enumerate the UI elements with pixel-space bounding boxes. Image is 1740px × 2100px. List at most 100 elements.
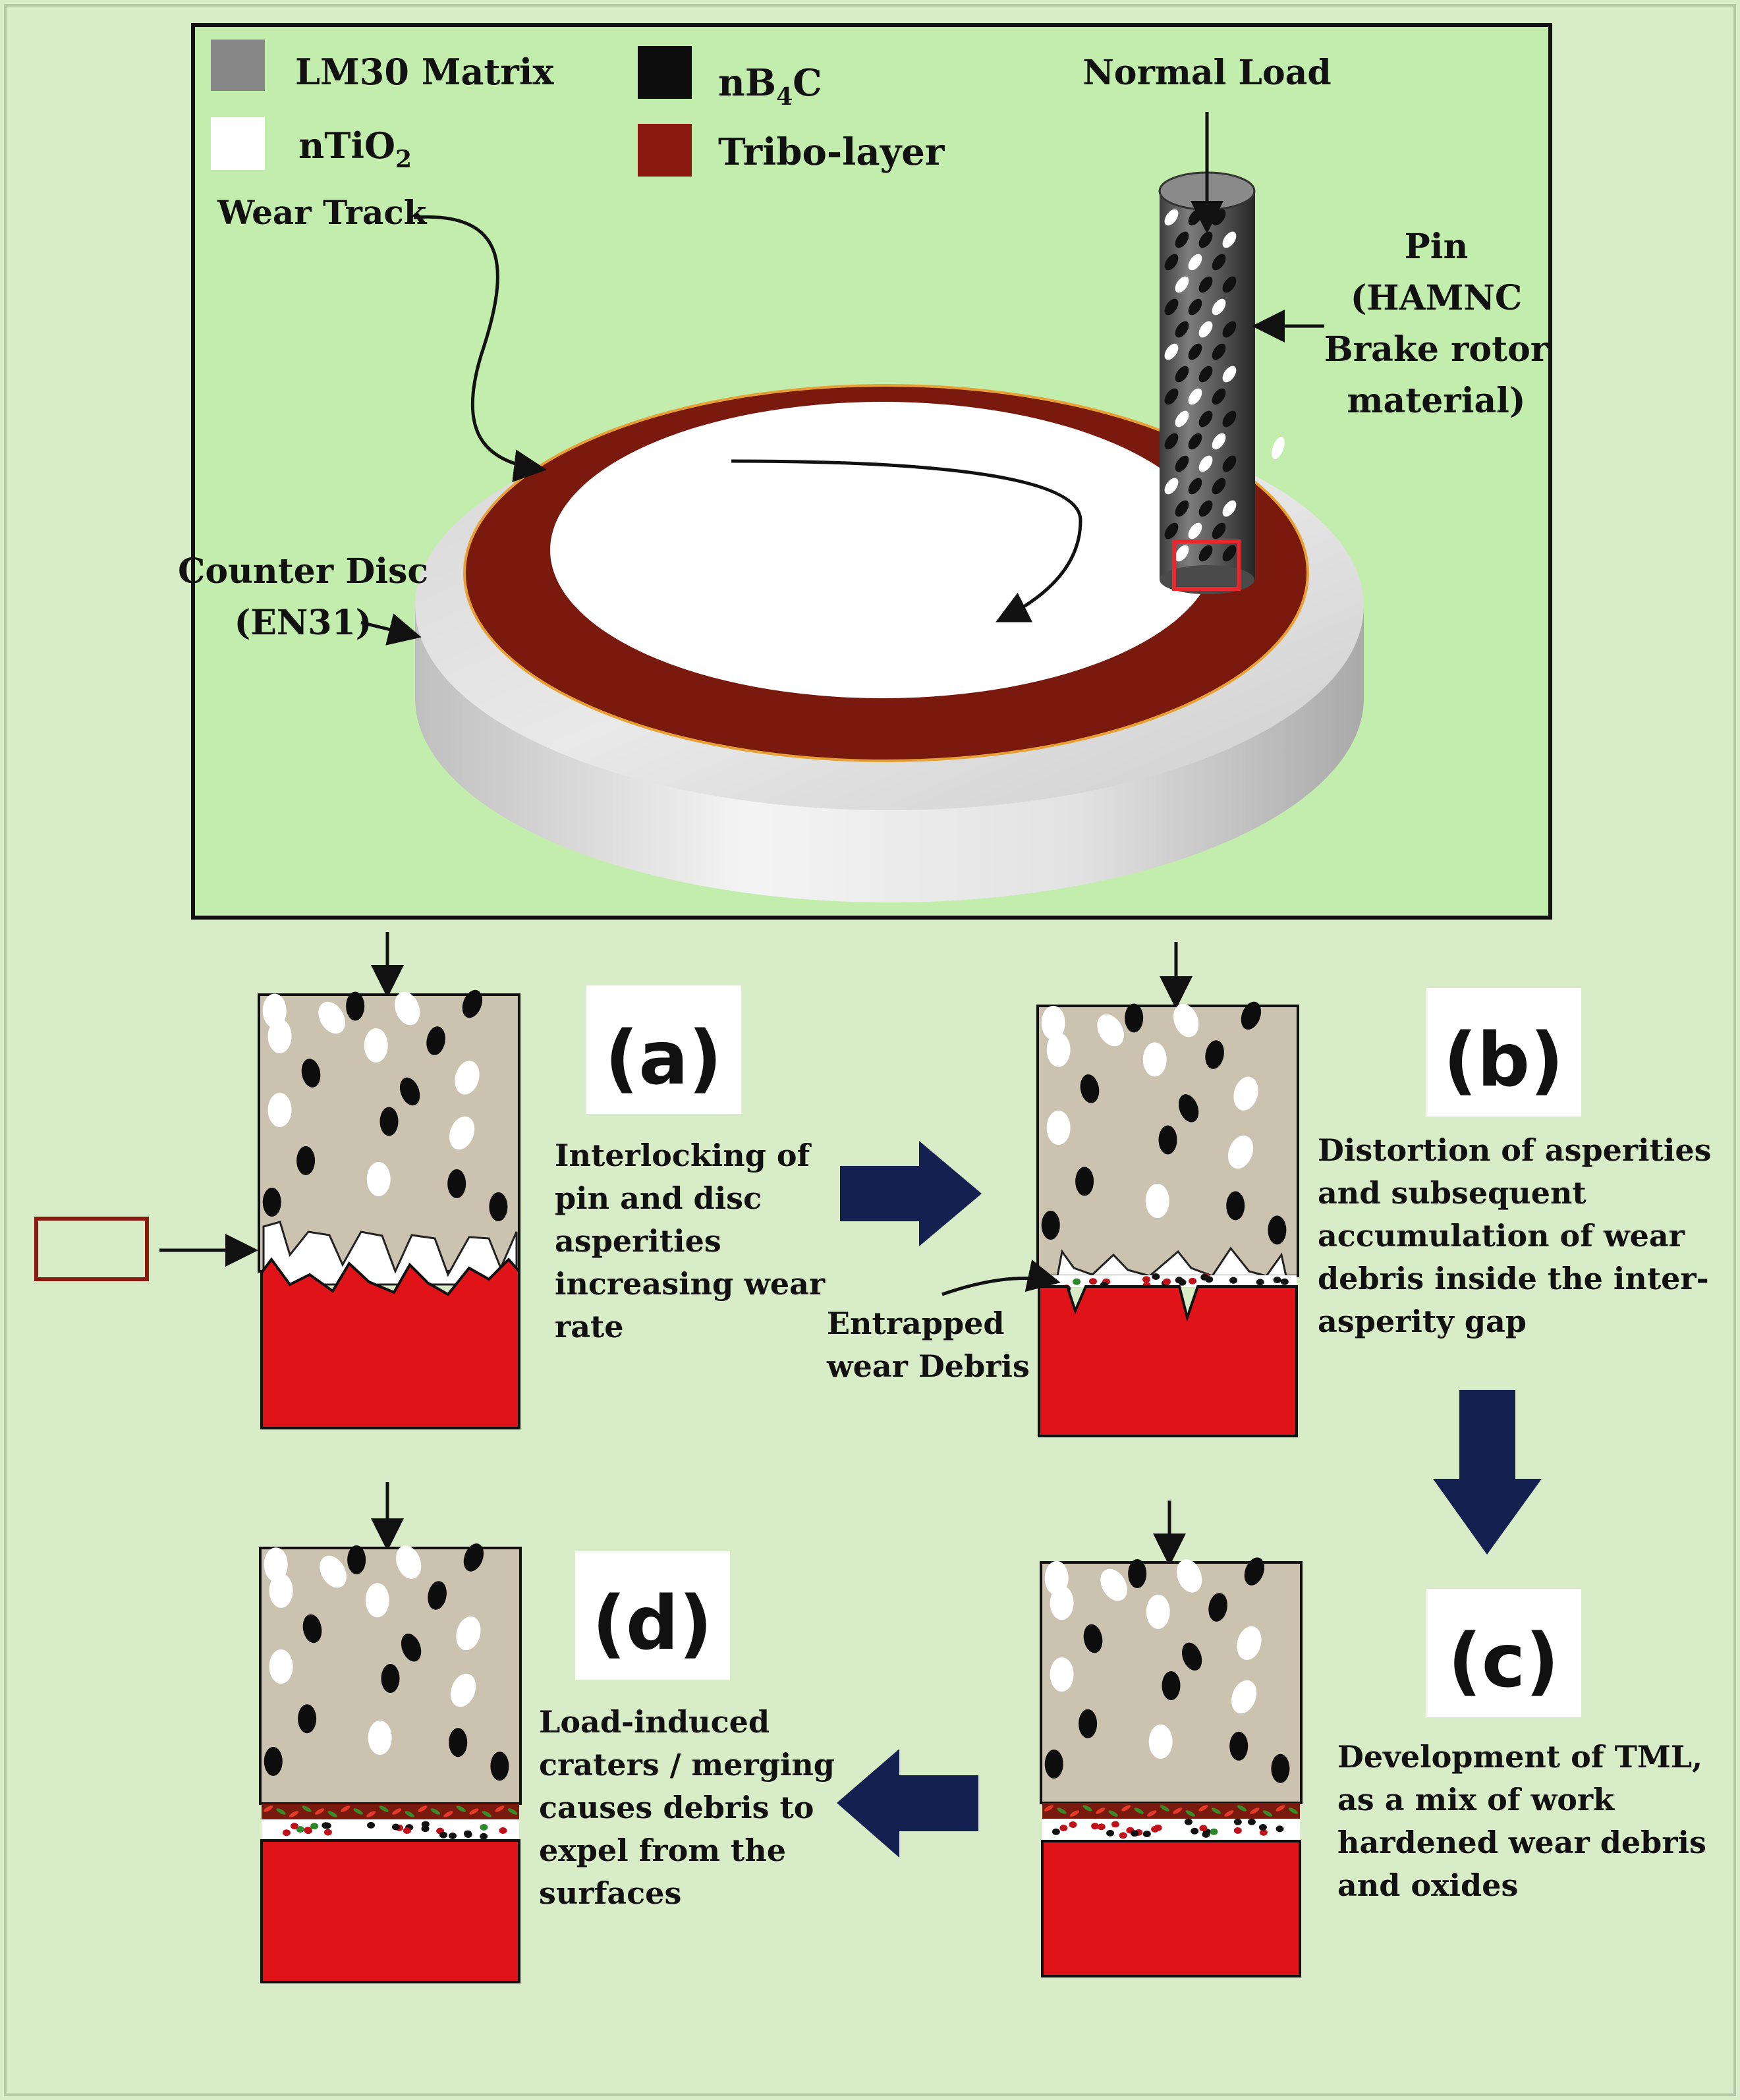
panel-c-caption-line-3: hardened wear debris: [1337, 1825, 1706, 1860]
b4c-particle: [1164, 433, 1179, 450]
tio2-particle: [1145, 1184, 1169, 1218]
wear-debris: [421, 1821, 430, 1828]
wear-debris: [1152, 1273, 1160, 1280]
tio2-particle: [1175, 276, 1189, 293]
legend-label-b4c: nB4C: [718, 61, 822, 111]
wear-debris: [480, 1824, 488, 1831]
b4c-particle: [1222, 455, 1237, 472]
panel-c-gap: [1042, 1819, 1300, 1841]
flow-arrow-c-to-d: [837, 1749, 978, 1858]
panel-c-tag: (c): [1448, 1618, 1559, 1704]
wear-debris: [1131, 1830, 1139, 1837]
tml-fleck: [353, 1808, 363, 1815]
entrapped-debris-label: Entrapped wear Debris: [826, 1306, 1030, 1384]
b4c-particle: [1212, 343, 1226, 360]
tio2-particle: [1050, 1586, 1074, 1620]
counter-disc-label-line-2: (EN31): [235, 603, 372, 643]
tio2-particle: [1100, 1568, 1127, 1601]
wear-debris: [1184, 1818, 1193, 1825]
tio2-particle: [1146, 1594, 1170, 1629]
tml-fleck: [1185, 1810, 1195, 1817]
panel-d-tag-box: [575, 1551, 730, 1680]
wear-debris: [1233, 1827, 1242, 1834]
b4c-particle: [264, 1747, 283, 1776]
b4c-particle: [1128, 1559, 1147, 1588]
tio2-particle: [1233, 1076, 1258, 1111]
tml-fleck: [366, 1811, 376, 1817]
b4c-particle: [1188, 298, 1202, 316]
b4c-particle: [296, 1146, 316, 1175]
tml-fleck: [443, 1811, 453, 1817]
tio2-particle: [1148, 1725, 1173, 1759]
wear-debris: [1073, 1278, 1081, 1285]
wear-debris: [1069, 1821, 1077, 1828]
b4c-particle: [347, 1545, 366, 1574]
panel-c-disc: [1041, 1840, 1301, 1977]
panel-c-caption-line-4: and oxides: [1337, 1867, 1518, 1903]
b4c-particle: [489, 1192, 508, 1221]
tio2-particle: [269, 1573, 293, 1608]
panel-d-tml-layer: [262, 1804, 519, 1819]
panel-a-tag: (a): [605, 1016, 722, 1101]
wear-debris: [1273, 1277, 1281, 1284]
legend-label-tio2: nTiO2: [298, 124, 412, 173]
b4c-particle: [298, 1704, 317, 1734]
panel-d-tml-flecks: [263, 1806, 518, 1817]
b4c-particle: [1222, 410, 1237, 428]
tio2-particle: [1164, 478, 1179, 495]
wear-debris: [1247, 1818, 1256, 1825]
wear-debris: [1142, 1831, 1151, 1838]
legend-label-matrix: LM30 Matrix: [295, 51, 554, 93]
panel-a-interlock-gap: [262, 1221, 518, 1286]
panel-c-caption-line-1: Development of TML,: [1337, 1739, 1702, 1775]
panel-b-caption: Distortion of asperities and subsequent …: [1318, 1132, 1712, 1339]
tio2-particle: [1175, 545, 1189, 562]
disc-inner-surface: [550, 402, 1216, 698]
tml-fleck: [341, 1806, 351, 1812]
tio2-particle: [368, 1721, 392, 1755]
tio2-particle: [1212, 433, 1226, 450]
tio2-particle: [320, 1555, 347, 1588]
wear-debris: [1119, 1832, 1127, 1839]
legend: LM30 Matrix nB4C nTiO2 Tribo-layer: [211, 40, 945, 177]
wear-debris: [323, 1829, 332, 1836]
tml-fleck: [1082, 1805, 1092, 1811]
legend-swatch-tio2: [211, 117, 265, 170]
b4c-particle: [1198, 231, 1213, 248]
tio2-particle: [1222, 231, 1237, 248]
tml-fleck: [405, 1811, 414, 1817]
entrapped-label-line-1: Entrapped: [827, 1306, 1005, 1341]
tio2-particle: [1227, 1135, 1254, 1169]
tio2-particle: [1175, 410, 1189, 428]
panel-b-caption-line-5: asperity gap: [1318, 1304, 1527, 1339]
wear-debris: [1163, 1278, 1171, 1285]
b4c-particle: [302, 1614, 322, 1644]
tio2-particle: [1222, 366, 1237, 383]
tio2-particle: [1231, 1680, 1257, 1714]
b4c-particle: [1212, 388, 1226, 405]
b4c-particle: [1198, 545, 1213, 562]
b4c-particle: [1229, 1731, 1249, 1761]
ejected-particle: [1272, 436, 1285, 460]
tio2-particle: [1142, 1042, 1167, 1077]
b4c-particle: [1075, 1167, 1094, 1196]
panel-a-caption: Interlocking of pin and disc asperities …: [555, 1138, 826, 1344]
wear-debris: [464, 1831, 472, 1838]
wear-debris: [1142, 1276, 1150, 1283]
panel-d-tag: (d): [592, 1581, 713, 1667]
pin-body: [1160, 191, 1255, 580]
tml-fleck: [456, 1806, 466, 1812]
tml-fleck: [1121, 1805, 1131, 1811]
tio2-particle: [366, 1162, 391, 1196]
tio2-particle: [396, 1545, 422, 1579]
tml-fleck: [392, 1808, 402, 1815]
b4c-particle: [301, 1059, 321, 1088]
panel-a-caption-line-1: Interlocking of: [555, 1138, 812, 1173]
b4c-particle: [1158, 1125, 1177, 1155]
tml-fleck: [482, 1811, 492, 1817]
tml-fleck: [1237, 1805, 1247, 1811]
tio2-particle: [1188, 388, 1202, 405]
tio2-particle: [1046, 1111, 1071, 1145]
wear-debris: [1151, 1825, 1160, 1833]
panel-b-caption-line-4: debris inside the inter-: [1318, 1261, 1709, 1296]
